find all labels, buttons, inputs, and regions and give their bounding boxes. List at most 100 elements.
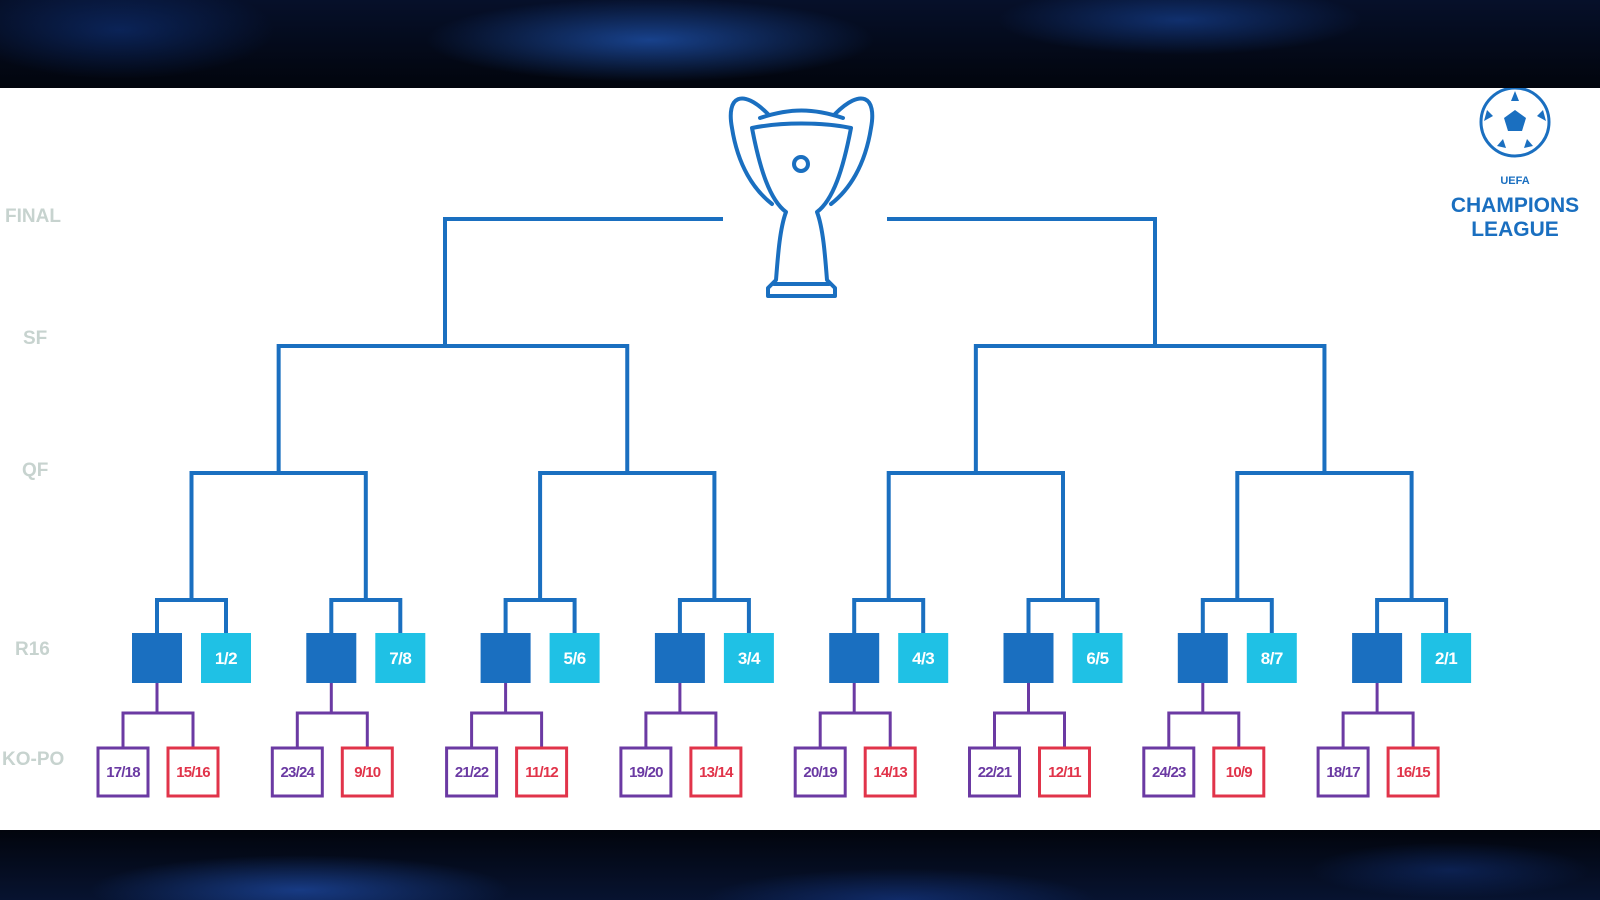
seed-box (375, 633, 426, 683)
ko-po-label: 21/22 (455, 764, 489, 781)
seed-box (1072, 633, 1123, 683)
seed-label: 6/5 (1086, 649, 1108, 668)
ko-po-connector (818, 711, 892, 748)
r16-connector (1026, 598, 1100, 633)
round-label-final: FINAL (5, 206, 61, 227)
final-left-line (443, 217, 723, 346)
round-labels: FINAL SF QF R16 KO-PO (2, 206, 64, 770)
ko-po-box-purple (270, 746, 324, 798)
ko-po-label: 13/14 (699, 764, 734, 781)
round-label-sf: SF (23, 328, 47, 349)
r16-connector (677, 598, 751, 633)
r16-slot (1177, 633, 1228, 683)
knockout-bracket: FINAL SF QF R16 KO-PO UEFA CHAMPIONS LEA… (2, 88, 1579, 798)
round-label-r16: R16 (15, 639, 50, 660)
seed-label: 7/8 (389, 649, 411, 668)
ko-po-label: 24/23 (1152, 764, 1186, 781)
uefa-wordmark: UEFA (1500, 175, 1529, 187)
background-top-band (0, 0, 1600, 88)
r16-slot (1352, 633, 1403, 683)
r16-boxes: 1/2 7/8 5/6 3/4 4/3 6/5 8/7 2/1 (132, 633, 1472, 683)
ko-po-box-purple (619, 746, 673, 798)
ko-po-label: 19/20 (629, 764, 663, 781)
ko-po-label: 14/13 (873, 764, 907, 781)
ko-po-box-red (689, 746, 743, 798)
ko-po-box-red (340, 746, 394, 798)
r16-slot (829, 633, 880, 683)
ko-po-lines (121, 683, 1415, 748)
ko-po-box-purple (793, 746, 847, 798)
r16-slot (654, 633, 705, 683)
ko-po-label: 12/11 (1048, 764, 1081, 781)
seed-label: 5/6 (564, 649, 586, 668)
r16-connector (155, 598, 228, 633)
ko-po-connector (1341, 711, 1415, 748)
r16-slot (1003, 633, 1054, 683)
r16-connector (1200, 598, 1274, 633)
ko-po-label: 20/19 (803, 764, 837, 781)
logo-line-champions: CHAMPIONS (1451, 194, 1579, 217)
round-label-ko-po: KO-PO (2, 749, 64, 770)
ko-po-box-red (1038, 746, 1091, 798)
ko-po-connector (470, 711, 544, 748)
ko-po-box-purple (96, 746, 150, 798)
seed-box (723, 633, 774, 683)
r16-slot (132, 633, 182, 683)
ko-po-label: 18/17 (1326, 764, 1360, 781)
sf-connector (973, 344, 1327, 473)
bracket-lines (155, 344, 1449, 633)
ko-po-box-red (863, 746, 917, 798)
r16-slot (480, 633, 531, 683)
qf-connector (1235, 471, 1414, 600)
seed-label: 3/4 (738, 649, 761, 668)
ko-po-box-red (1212, 746, 1266, 798)
ko-po-boxes: 17/18 15/16 23/24 9/10 21/22 11/12 19/20 13/14 2… (96, 746, 1440, 798)
final-connectors (443, 217, 1157, 346)
r16-slot (306, 633, 357, 683)
seed-label: 2/1 (1435, 649, 1457, 668)
seed-label: 8/7 (1261, 649, 1283, 668)
r16-connector (1375, 598, 1449, 633)
ko-po-box-red (166, 746, 220, 798)
ko-po-connector (644, 711, 718, 748)
final-right-line (887, 217, 1157, 346)
ko-po-label: 23/24 (281, 764, 316, 781)
sf-connector (276, 344, 630, 473)
round-label-qf: QF (22, 460, 48, 481)
ko-po-connector (993, 711, 1066, 748)
ko-po-label: 9/10 (354, 764, 380, 781)
ko-po-box-purple (445, 746, 499, 798)
ko-po-label: 16/15 (1396, 764, 1430, 781)
trophy-icon (728, 96, 875, 298)
seed-label: 1/2 (215, 649, 237, 668)
ko-po-box-purple (968, 746, 1021, 798)
qf-connector (538, 471, 717, 600)
ko-po-connector (295, 711, 369, 748)
background-bottom-band (0, 830, 1600, 900)
ko-po-box-purple (1316, 746, 1370, 798)
qf-connector (886, 471, 1065, 600)
seed-box (898, 633, 949, 683)
seed-box (1246, 633, 1297, 683)
ko-po-label: 17/18 (106, 764, 140, 781)
seed-box (201, 633, 251, 683)
ko-po-label: 15/16 (176, 764, 210, 781)
ko-po-connector (1167, 711, 1241, 748)
ko-po-connector (121, 711, 195, 748)
seed-box (549, 633, 600, 683)
bracket-panel (0, 88, 1600, 830)
logo-line-league: LEAGUE (1471, 218, 1559, 241)
seed-box (1421, 633, 1472, 683)
ko-po-label: 22/21 (978, 764, 1012, 781)
r16-connector (852, 598, 926, 633)
ko-po-box-red (515, 746, 569, 798)
r16-connector (329, 598, 403, 633)
starball-icon (1479, 88, 1551, 158)
ko-po-label: 11/12 (525, 764, 558, 781)
ko-po-box-red (1386, 746, 1440, 798)
ko-po-label: 10/9 (1226, 764, 1252, 781)
ko-po-box-purple (1142, 746, 1196, 798)
seed-label: 4/3 (912, 649, 934, 668)
qf-connector (189, 471, 368, 600)
champions-league-logo: UEFA CHAMPIONS LEAGUE (1451, 88, 1579, 241)
